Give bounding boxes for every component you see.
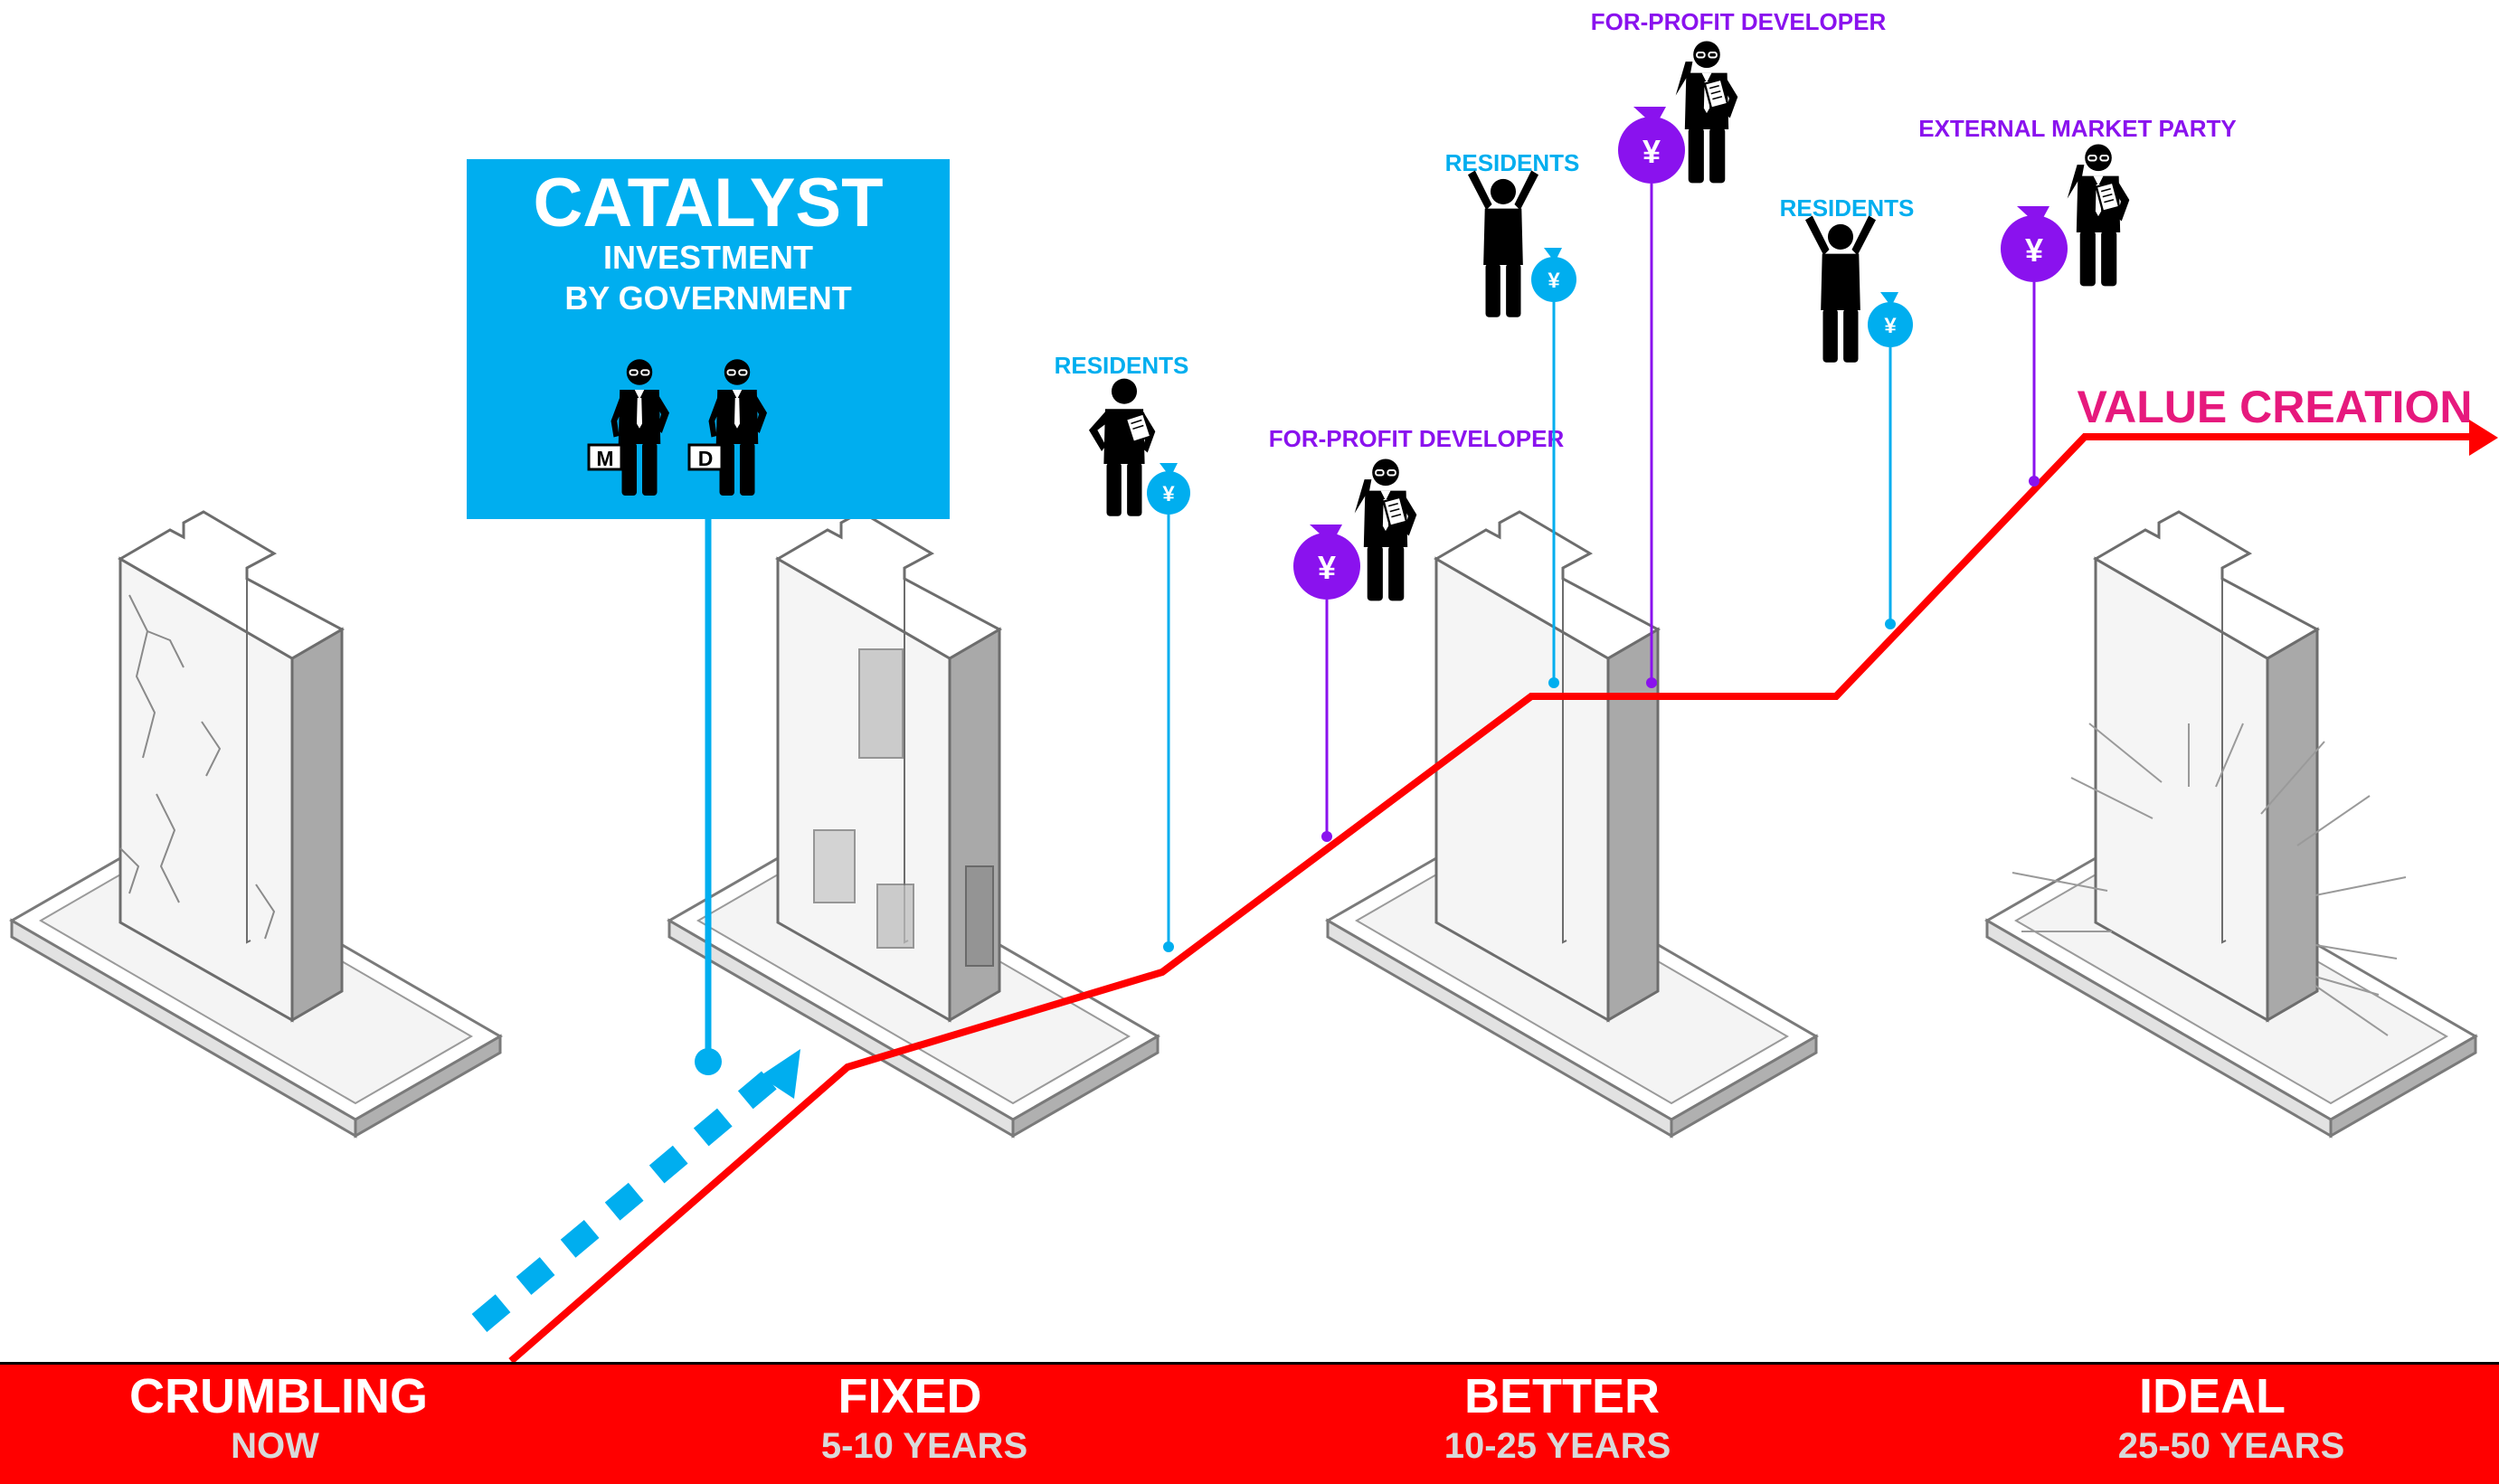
stage-period-fixed: 5-10 YEARS bbox=[821, 1426, 1027, 1466]
stage-period-ideal: 25-50 YEARS bbox=[2118, 1426, 2345, 1466]
actor-label: RESIDENTS bbox=[1780, 194, 1915, 222]
actor-label: FOR-PROFIT DEVELOPER bbox=[1591, 8, 1887, 35]
arrow-icon bbox=[2469, 420, 2498, 456]
catalyst-subtitle-2: BY GOVERNMENT bbox=[564, 279, 851, 317]
stage-period-better: 10-25 YEARS bbox=[1444, 1426, 1671, 1466]
svg-text:¥: ¥ bbox=[1884, 314, 1897, 338]
person-icon bbox=[1674, 40, 1739, 184]
svg-text:¥: ¥ bbox=[1318, 549, 1336, 586]
money-bag-icon: ¥ bbox=[1293, 525, 1360, 600]
person-icon bbox=[1805, 215, 1876, 363]
repair-patches bbox=[813, 648, 994, 967]
stage-name-better: BETTER bbox=[1464, 1369, 1660, 1423]
actor-residents-2: RESIDENTS ¥ bbox=[1445, 149, 1580, 688]
person-icon bbox=[2066, 143, 2131, 288]
stage-bar: CRUMBLING NOW FIXED 5-10 YEARS BETTER 10… bbox=[0, 1362, 2499, 1484]
catalyst-connector-dot bbox=[695, 1048, 722, 1075]
value-creation-label: VALUE CREATION bbox=[2077, 382, 2472, 432]
catalyst-subtitle-1: INVESTMENT bbox=[603, 239, 813, 276]
actor-external-market-party: EXTERNAL MARKET PARTY ¥ bbox=[1918, 115, 2237, 487]
person-icon bbox=[1468, 170, 1538, 317]
building-icon bbox=[1985, 510, 2477, 1138]
stage-name-crumbling: CRUMBLING bbox=[129, 1369, 428, 1423]
actor-residents-3: RESIDENTS ¥ bbox=[1780, 194, 1915, 629]
actor-developer-2: FOR-PROFIT DEVELOPER ¥ bbox=[1591, 8, 1887, 688]
crack-lines bbox=[119, 594, 276, 940]
radiance-icon bbox=[2012, 723, 2407, 1036]
building-icon bbox=[667, 510, 1160, 1138]
badge-d: D bbox=[698, 447, 714, 470]
building-ideal bbox=[1985, 510, 2477, 1138]
building-better bbox=[1326, 510, 1818, 1138]
actor-label: EXTERNAL MARKET PARTY bbox=[1918, 115, 2237, 142]
actor-label: FOR-PROFIT DEVELOPER bbox=[1269, 425, 1565, 452]
stage-name-fixed: FIXED bbox=[838, 1369, 981, 1423]
svg-text:¥: ¥ bbox=[2025, 232, 2043, 269]
building-crumbling bbox=[10, 510, 502, 1138]
building-icon bbox=[1326, 510, 1818, 1138]
value-creation-line bbox=[508, 433, 2469, 1365]
person-icon bbox=[1353, 458, 1418, 602]
actor-residents-1: RESIDENTS ¥ bbox=[1055, 352, 1190, 952]
svg-text:¥: ¥ bbox=[1548, 269, 1560, 293]
catalyst-box: CATALYST INVESTMENT BY GOVERNMENT M D bbox=[467, 159, 950, 519]
money-bag-icon: ¥ bbox=[2001, 206, 2068, 282]
actor-label: RESIDENTS bbox=[1055, 352, 1189, 379]
badge-m: M bbox=[596, 447, 613, 470]
stage-period-crumbling: NOW bbox=[231, 1426, 319, 1466]
catalyst-arrow bbox=[471, 1049, 800, 1332]
building-icon bbox=[10, 510, 502, 1138]
money-bag-icon: ¥ bbox=[1531, 248, 1576, 302]
actor-developer-1: FOR-PROFIT DEVELOPER ¥ bbox=[1269, 425, 1565, 842]
stage-name-ideal: IDEAL bbox=[2139, 1369, 2286, 1423]
actor-label: RESIDENTS bbox=[1445, 149, 1580, 176]
money-bag-icon: ¥ bbox=[1868, 292, 1913, 347]
arrow-icon bbox=[760, 1049, 800, 1099]
building-fixed bbox=[667, 510, 1160, 1138]
svg-text:¥: ¥ bbox=[1162, 482, 1175, 506]
money-bag-icon: ¥ bbox=[1618, 107, 1685, 184]
catalyst-title: CATALYST bbox=[533, 165, 883, 241]
person-icon bbox=[1087, 377, 1157, 517]
svg-text:¥: ¥ bbox=[1642, 133, 1661, 170]
money-bag-icon: ¥ bbox=[1147, 463, 1190, 515]
